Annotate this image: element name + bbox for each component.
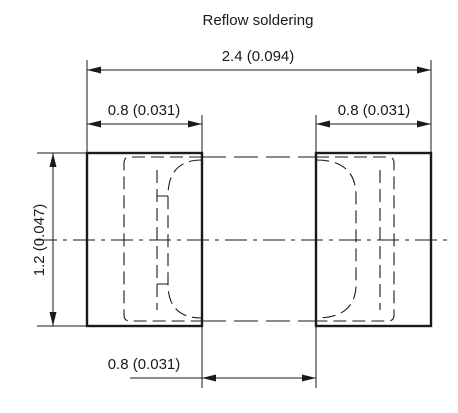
extension-lines (37, 60, 432, 388)
pad-height-dimension: 1.2 (0.047) (31, 153, 57, 326)
overall-width-label: 2.4 (0.094) (222, 48, 295, 65)
pad-gap-dimension: 0.8 (0.031) (108, 356, 316, 382)
overall-width-dimension: 2.4 (0.094) (87, 48, 431, 74)
right-pad-width-label: 0.8 (0.031) (338, 102, 411, 119)
component-outline (123, 156, 395, 322)
left-pad-width-label: 0.8 (0.031) (108, 102, 181, 119)
diagram-title: Reflow soldering (203, 12, 314, 29)
right-solder-pad (314, 151, 433, 328)
left-pad-width-dimension: 0.8 (0.031) (87, 102, 202, 128)
pad-gap-label: 0.8 (0.031) (108, 356, 181, 373)
right-pad-width-dimension: 0.8 (0.031) (316, 102, 431, 128)
